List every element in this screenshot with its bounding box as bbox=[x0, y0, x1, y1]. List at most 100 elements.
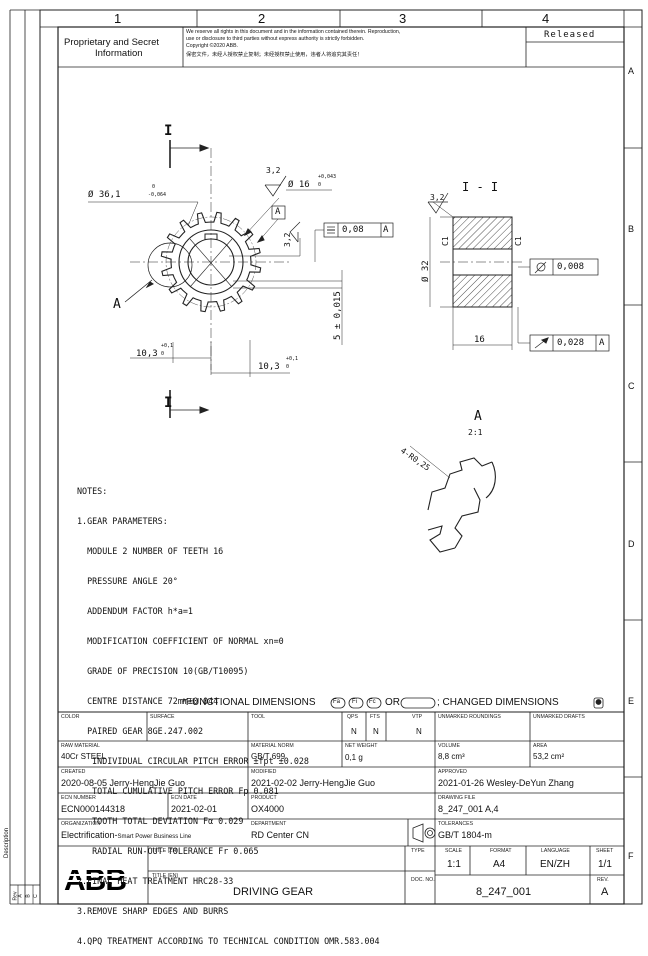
dim-w103-right-lower: 0 bbox=[286, 364, 290, 370]
section-mark-bottom: I bbox=[164, 395, 173, 411]
row-label-b: B bbox=[628, 224, 635, 234]
dim-d16-upper: +0,043 bbox=[318, 174, 337, 180]
dim-d16: Ø 16 bbox=[288, 180, 310, 190]
dim-w103-left-upper: +0,1 bbox=[161, 343, 174, 349]
sym-tolerance: 0,08 bbox=[342, 225, 364, 235]
language-value: EN/ZH bbox=[540, 859, 570, 870]
material-norm-label: MATERIAL NORM bbox=[251, 743, 294, 749]
color-label: COLOR bbox=[61, 714, 80, 720]
drawing-sheet: ABB bbox=[9, 9, 643, 905]
row-label-d: D bbox=[628, 539, 635, 549]
sheet-label: SHEET bbox=[596, 848, 614, 854]
organization-label: ORGANIZATION bbox=[61, 821, 101, 827]
dim-d361: Ø 36,1 bbox=[88, 190, 121, 200]
net-weight-value: 0,1 g bbox=[345, 753, 363, 762]
ecn-number-label: ECN NUMBER bbox=[61, 795, 96, 801]
dim-d361-upper: 0 bbox=[152, 184, 156, 190]
notes-line: RADIAL RUN-OUT TOLERANCE Fr 0.065 bbox=[77, 846, 259, 856]
area-value: 53,2 cm² bbox=[533, 752, 565, 761]
product-value: OX4000 bbox=[251, 804, 285, 814]
strip-c: C bbox=[32, 894, 39, 898]
modified-value: 2021-02-02 Jerry-HengJie Guo bbox=[251, 778, 376, 788]
row-label-e: E bbox=[628, 696, 635, 706]
dim-w103-left: 10,3 bbox=[136, 349, 158, 359]
ecn-date-value: 2021-02-01 bbox=[171, 804, 218, 814]
gear-front-view bbox=[88, 140, 394, 418]
functional-markers bbox=[330, 697, 604, 709]
functional-fi: Fi bbox=[352, 699, 357, 705]
section-label: I - I bbox=[462, 180, 499, 194]
organization-sub: Smart Power Business Line bbox=[117, 834, 192, 840]
ecn-number-value: ECN000144318 bbox=[61, 804, 126, 814]
ecn-date-label: ECN DATE bbox=[171, 795, 197, 801]
notes-line: 3.REMOVE SHARP EDGES AND BURRS bbox=[77, 906, 229, 916]
approved-value: 2021-01-26 Wesley-DeYun Zhang bbox=[438, 778, 574, 788]
unmarked-drafts-label: UNMARKED DRAFTS bbox=[533, 714, 585, 720]
fts-label: FTS bbox=[370, 714, 380, 720]
volume-label: VOLUME bbox=[438, 743, 460, 749]
net-weight-label: NET WEIGHT bbox=[345, 743, 378, 749]
proprietary-subtitle: Information bbox=[95, 48, 143, 59]
row-label-a: A bbox=[628, 66, 635, 76]
notice-line-2: use or disclosure to third parties witho… bbox=[186, 36, 365, 42]
title-en-value: DRIVING GEAR bbox=[233, 886, 314, 898]
area-label: AREA bbox=[533, 743, 548, 749]
dim-w103-right: 10,3 bbox=[258, 362, 280, 372]
created-value: 2020-08-05 Jerry-HengJie Guo bbox=[61, 778, 186, 788]
notes-line: NOTES: bbox=[77, 486, 108, 496]
tolerances-label: TOLERANCES bbox=[438, 821, 474, 827]
notes-line: 2.FINAL HEAT TREATMENT HRC28-33 bbox=[77, 876, 234, 886]
notes-line: ADDENDUM FACTOR h*a=1 bbox=[77, 606, 193, 616]
drawing-file-label: DRAWING FILE bbox=[438, 795, 476, 801]
dim-rough-side: 3,2 bbox=[283, 232, 292, 247]
notice-chinese: 保密文件，未经人授权禁止复制；未经授权禁止使用，违者人将追究其责任！ bbox=[186, 52, 363, 58]
runout-reference: A bbox=[599, 338, 605, 348]
dim-w103-left-lower: 0 bbox=[161, 351, 165, 357]
volume-value: 8,8 cm³ bbox=[438, 752, 465, 761]
notice-line-3: Copyright ©2020 ABB. bbox=[186, 43, 238, 49]
dim-width16: 16 bbox=[474, 335, 485, 345]
language-label: LANGUAGE bbox=[541, 848, 570, 854]
vtp-value: N bbox=[416, 727, 422, 736]
status-released: Released bbox=[544, 30, 596, 40]
column-label-1: 1 bbox=[114, 11, 122, 26]
rev-label-block: REV. bbox=[597, 877, 609, 883]
raw-material-value: 40Cr STEEL bbox=[61, 752, 106, 761]
title-block-grid bbox=[58, 711, 624, 904]
material-norm-value: GB/T 699 bbox=[251, 752, 286, 761]
row-label-f: F bbox=[628, 851, 634, 861]
notes-line: MODIFICATION COEFFICIENT OF NORMAL xn=0 bbox=[77, 636, 284, 646]
dim-w103-right-upper: +0,1 bbox=[286, 356, 299, 362]
department-label: DEPARTMENT bbox=[251, 821, 287, 827]
dim-rough-section: 3,2 bbox=[430, 193, 445, 202]
vtp-label: VTP bbox=[412, 714, 423, 720]
fts-value: N bbox=[373, 727, 379, 736]
sym-reference: A bbox=[383, 225, 389, 235]
notice-line-1: We reserve all rights in this document a… bbox=[186, 29, 401, 35]
doc-no-value: 8_247_001 bbox=[476, 886, 532, 898]
functional-or: OR bbox=[385, 697, 400, 708]
dim-c1-right: C1 bbox=[514, 236, 523, 246]
raw-material-label: RAW MATERIAL bbox=[61, 743, 100, 749]
tolerances-value: GB/T 1804-m bbox=[438, 830, 492, 840]
dim-rough-top: 3,2 bbox=[266, 166, 281, 175]
notes-line: TOTAL CUMULATIVE PITCH ERROR Fp 0.081 bbox=[77, 786, 279, 796]
notes-line: INDIVIDUAL CIRCULAR PITCH ERROR ±fpt ±0.… bbox=[77, 756, 309, 766]
column-label-4: 4 bbox=[542, 11, 550, 26]
notes-line: MODULE 2 NUMBER OF TEETH 16 bbox=[77, 546, 224, 556]
strip-a: A bbox=[17, 894, 24, 898]
abb-logo: ABB bbox=[62, 864, 146, 897]
scale-label: SCALE bbox=[445, 848, 463, 854]
qps-value: N bbox=[351, 727, 357, 736]
datum-a: A bbox=[275, 207, 281, 217]
title-zh-label: TITLE (ZH) bbox=[152, 848, 178, 854]
changed-dimensions: ; CHANGED DIMENSIONS bbox=[437, 697, 559, 708]
notes-line: PAIRED GEAR 8GE.247.002 bbox=[77, 726, 204, 736]
row-label-c: C bbox=[628, 381, 635, 391]
strip-b: B bbox=[25, 894, 32, 898]
organization-value: Electrification-Smart Power Business Lin… bbox=[61, 830, 191, 840]
dim-c1-left: C1 bbox=[441, 236, 450, 246]
notes-line: GRADE OF PRECISION 10(GB/T10095) bbox=[77, 666, 249, 676]
surface-label: SURFACE bbox=[150, 714, 175, 720]
format-label: FORMAT bbox=[490, 848, 512, 854]
